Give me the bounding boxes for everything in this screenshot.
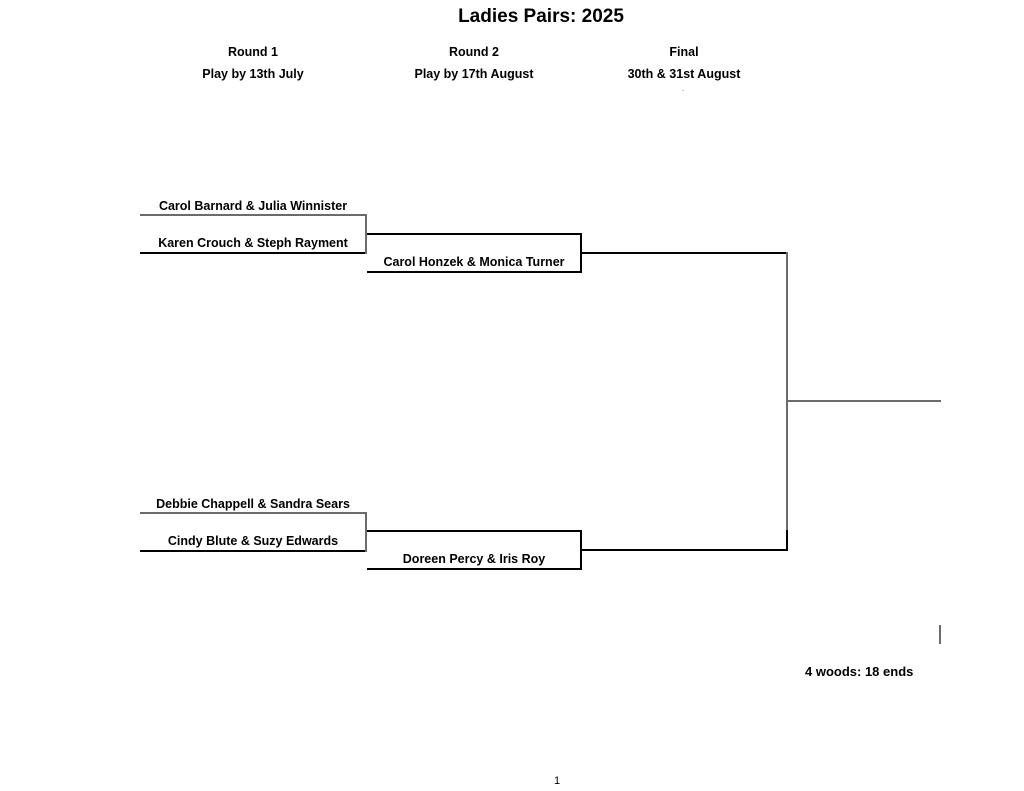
bracket-connector-r1-bottom bbox=[365, 512, 367, 552]
bracket-line-r2-1 bbox=[367, 271, 582, 273]
round-2-date: Play by 17th August bbox=[414, 67, 534, 81]
bracket-line-r1-1 bbox=[140, 214, 367, 216]
bracket-connector-final bbox=[786, 252, 788, 532]
round-2-header: Round 2 bbox=[449, 45, 499, 59]
final-header: Final bbox=[669, 45, 699, 59]
bracket-line-r1-3 bbox=[140, 512, 367, 514]
page-title: Ladies Pairs: 2025 bbox=[458, 6, 624, 27]
bracket-line-r2-2 bbox=[367, 568, 582, 570]
bracket-connector-final-lower bbox=[786, 530, 788, 551]
bracket-line-r2-top bbox=[367, 233, 582, 235]
round-1-header: Round 1 bbox=[228, 45, 278, 59]
bracket-connector-r1-top bbox=[365, 214, 367, 254]
bracket-line-winner bbox=[788, 400, 941, 402]
bracket-connector-r2-bottom bbox=[580, 530, 582, 570]
round2-team-1: Carol Honzek & Monica Turner bbox=[383, 255, 565, 269]
round-1-date: Play by 13th July bbox=[202, 67, 304, 81]
final-date: 30th & 31st August bbox=[627, 67, 741, 81]
stray-dot: . bbox=[682, 84, 685, 93]
round1-team-3: Debbie Chappell & Sandra Sears bbox=[156, 497, 350, 511]
round1-team-2: Karen Crouch & Steph Rayment bbox=[158, 236, 348, 250]
round1-team-1: Carol Barnard & Julia Winnister bbox=[158, 199, 348, 213]
round2-team-2: Doreen Percy & Iris Roy bbox=[402, 552, 546, 566]
bracket-line-r1-4 bbox=[140, 550, 367, 552]
stray-tick bbox=[939, 625, 941, 644]
bracket-connector-r2-top bbox=[580, 233, 582, 273]
bracket-line-r1-2 bbox=[140, 252, 367, 254]
bracket-line-final-2 bbox=[582, 549, 788, 551]
bracket-line-r2-bottom bbox=[367, 530, 582, 532]
bracket-line-final-1 bbox=[582, 252, 788, 254]
round1-team-4: Cindy Blute & Suzy Edwards bbox=[167, 534, 339, 548]
page-number: 1 bbox=[554, 775, 561, 787]
format-note: 4 woods: 18 ends bbox=[805, 664, 914, 679]
